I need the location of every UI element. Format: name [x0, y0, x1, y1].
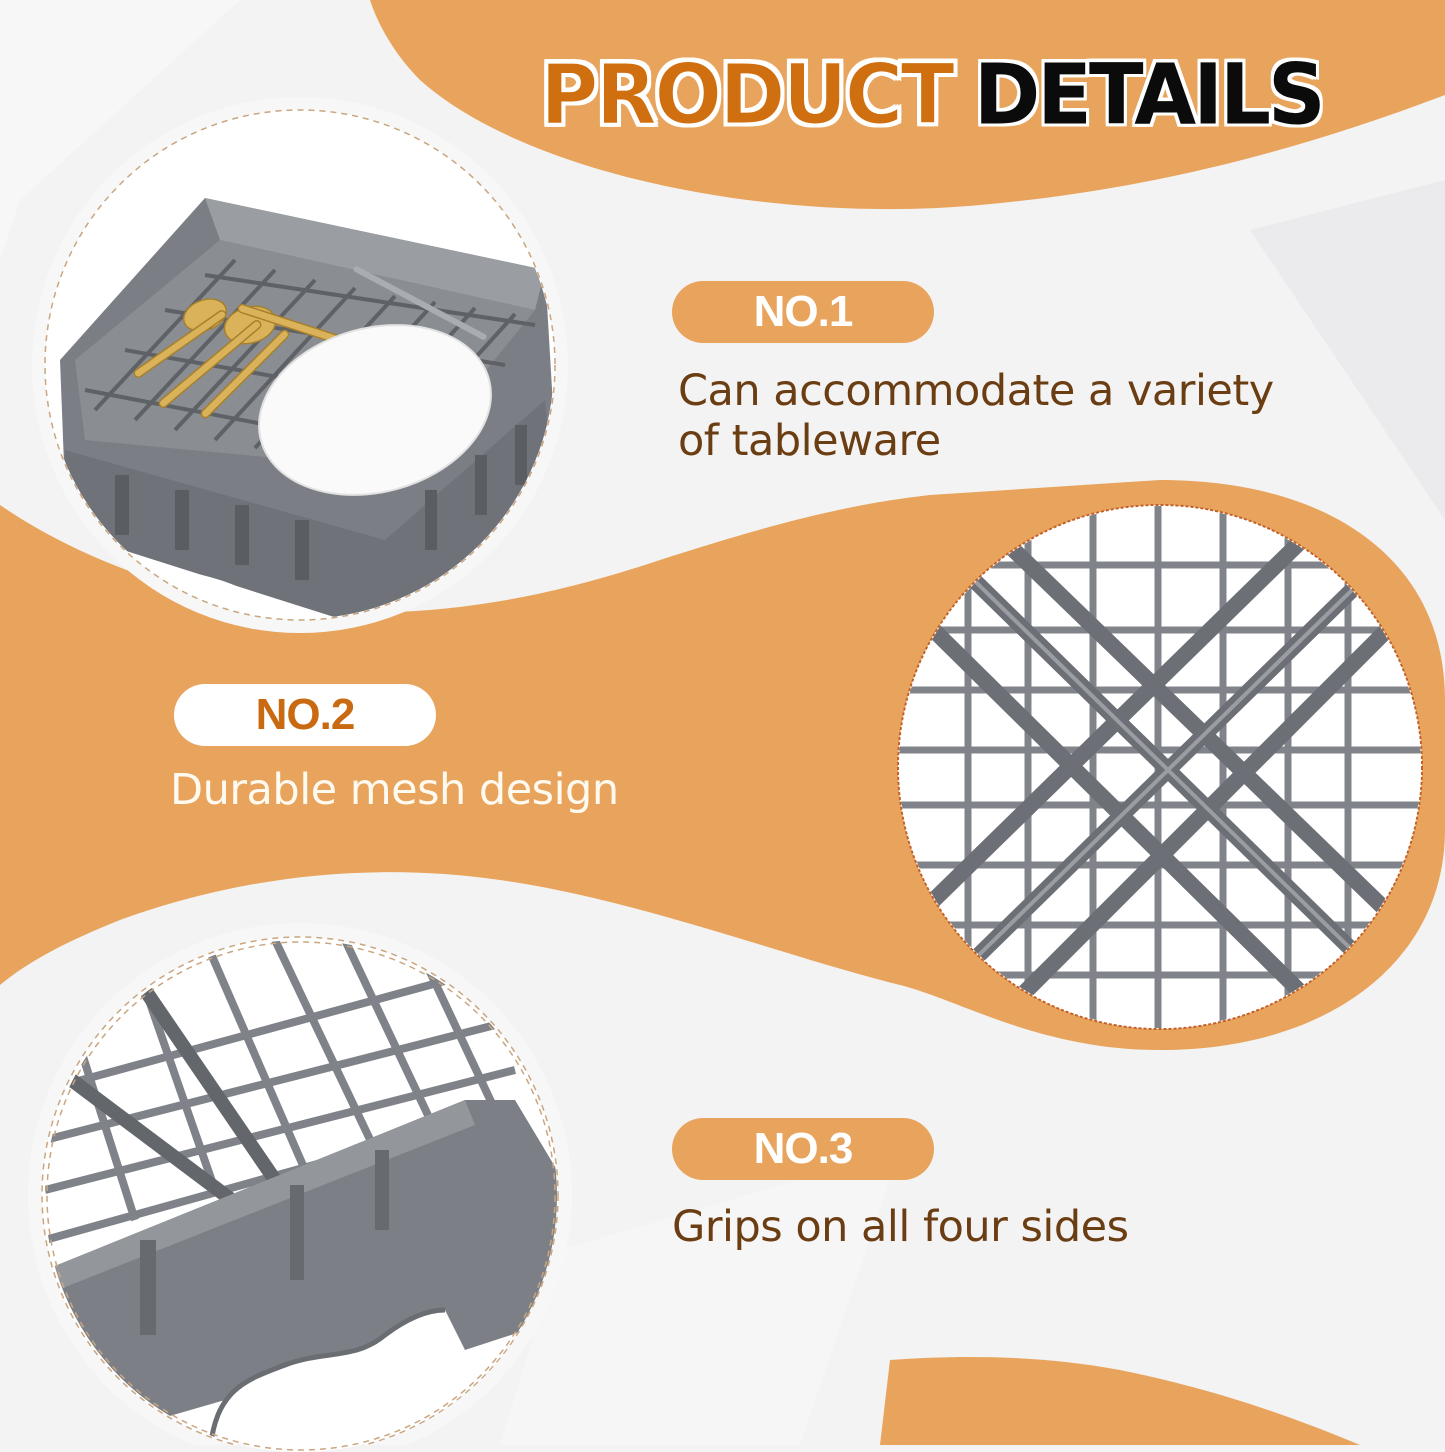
feature-3-description: Grips on all four sides	[672, 1202, 1129, 1252]
feature-1-text-line2: of tableware	[678, 416, 941, 466]
feature-2-badge-label: NO.2	[255, 690, 356, 739]
title-word-details: DETAILS	[973, 45, 1326, 144]
feature-3-badge: NO.3	[672, 1118, 934, 1180]
feature-1-badge: NO.1	[672, 281, 934, 343]
feature-2-description: Durable mesh design	[170, 765, 619, 815]
title-word-product: PRODUCT	[539, 45, 956, 144]
dish-rack-photo	[60, 198, 554, 619]
feature-3-text-line1: Grips on all four sides	[672, 1202, 1129, 1252]
feature-1-description: Can accommodate a variety of tableware	[678, 366, 1274, 466]
feature-1-text-line1: Can accommodate a variety	[678, 366, 1274, 416]
feature-3-badge-label: NO.3	[753, 1124, 854, 1173]
page-title: PRODUCT DETAILS	[539, 40, 1440, 150]
feature-2-badge: NO.2	[174, 684, 436, 746]
feature-1-badge-label: NO.1	[753, 287, 854, 336]
feature-2-text-line1: Durable mesh design	[170, 765, 619, 815]
rack-grip-photo	[45, 940, 557, 1452]
mesh-grid-photo	[899, 506, 1421, 1028]
